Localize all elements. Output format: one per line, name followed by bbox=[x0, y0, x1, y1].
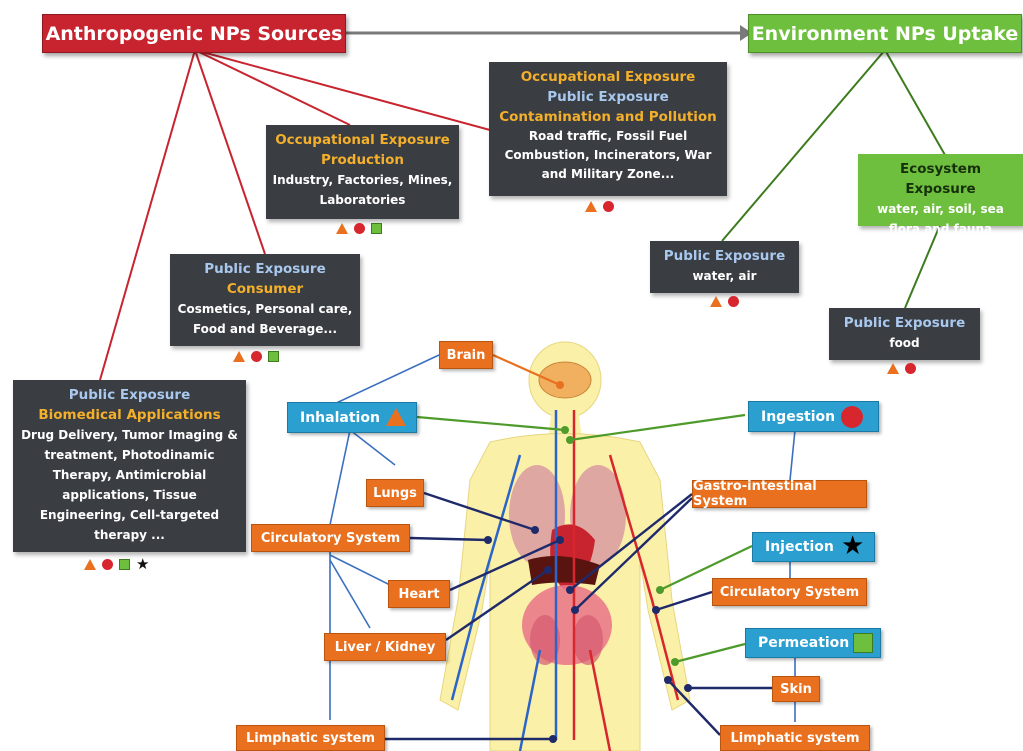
orange-triangle-icon bbox=[710, 296, 722, 307]
environment-uptake-header: Environment NPs Uptake bbox=[748, 14, 1022, 53]
occupational-pollution-box: Occupational Exposure Public Exposure Co… bbox=[489, 62, 727, 196]
human-body-illustration bbox=[439, 341, 691, 751]
box-body: food bbox=[889, 336, 920, 350]
pollution-exposure-icons bbox=[585, 201, 614, 212]
food-exposure-icons bbox=[887, 363, 916, 374]
organ-brain: Brain bbox=[439, 341, 493, 369]
biomedical-applications-box: Public Exposure Biomedical Applications … bbox=[13, 380, 246, 552]
box-title: Occupational Exposure bbox=[275, 132, 450, 148]
box-subtitle: Biomedical Applications bbox=[38, 407, 221, 423]
box-body: Drug Delivery, Tumor Imaging & treatment… bbox=[21, 428, 238, 542]
black-star-icon: ★ bbox=[841, 531, 865, 561]
public-exposure-food-box: Public Exposure food bbox=[829, 308, 980, 360]
green-square-icon bbox=[268, 351, 279, 362]
uptake-connectors bbox=[721, 49, 946, 309]
route-pointers bbox=[416, 413, 753, 664]
source-connectors bbox=[99, 49, 491, 381]
red-circle-icon bbox=[102, 558, 113, 570]
box-subtitle: Contamination and Pollution bbox=[499, 109, 717, 125]
organ-heart: Heart bbox=[388, 580, 450, 608]
box-body: water, air, soil, sea flora and fauna bbox=[877, 202, 1004, 236]
route-label: Ingestion bbox=[761, 408, 836, 425]
red-circle-icon bbox=[251, 351, 262, 362]
orange-triangle-icon bbox=[233, 351, 245, 362]
organ-circulatory-system-left: Circulatory System bbox=[251, 524, 410, 552]
red-circle-icon bbox=[728, 296, 739, 307]
organ-lungs: Lungs bbox=[366, 479, 424, 507]
organ-skin: Skin bbox=[772, 676, 820, 702]
organ-limphatic-system-left: Limphatic system bbox=[236, 725, 385, 751]
orange-triangle-icon bbox=[887, 363, 899, 374]
box-body: water, air bbox=[692, 269, 757, 283]
box-subtitle: Consumer bbox=[226, 281, 304, 297]
orange-triangle-icon bbox=[336, 223, 348, 234]
organ-gastro-intestinal-system: Gastro-intestinal System bbox=[692, 479, 867, 509]
arrow-head-icon bbox=[740, 25, 752, 41]
orange-triangle-icon bbox=[585, 201, 597, 212]
orange-triangle-icon bbox=[386, 408, 406, 426]
red-circle-icon bbox=[603, 201, 614, 212]
consumer-exposure-icons bbox=[233, 351, 279, 362]
occupational-production-box: Occupational Exposure Production Industr… bbox=[266, 125, 459, 219]
box-title: Public Exposure bbox=[663, 248, 786, 264]
box-subtitle: Public Exposure bbox=[547, 89, 669, 105]
box-title: Public Exposure bbox=[68, 387, 191, 403]
red-circle-icon bbox=[905, 363, 916, 374]
box-body: Cosmetics, Personal care, Food and Bever… bbox=[177, 302, 353, 336]
box-title: Public Exposure bbox=[204, 261, 326, 277]
black-star-icon: ★ bbox=[136, 555, 150, 573]
route-label: Permeation bbox=[758, 635, 850, 651]
route-inhalation: Inhalation bbox=[287, 402, 417, 433]
box-subtitle: Production bbox=[320, 152, 405, 168]
production-exposure-icons bbox=[336, 223, 382, 234]
route-label: Injection bbox=[765, 539, 834, 555]
red-circle-icon bbox=[354, 223, 365, 234]
water-air-exposure-icons bbox=[710, 296, 739, 307]
red-circle-icon bbox=[841, 406, 863, 428]
green-square-icon bbox=[371, 223, 382, 234]
orange-triangle-icon bbox=[84, 558, 96, 570]
organ-pointers bbox=[385, 491, 772, 741]
box-body: Industry, Factories, Mines, Laboratories bbox=[272, 173, 453, 207]
box-body: Road traffic, Fossil Fuel Combustion, In… bbox=[504, 129, 712, 181]
box-title: Public Exposure bbox=[843, 315, 966, 331]
brain-pointer bbox=[492, 353, 561, 387]
consumer-exposure-box: Public Exposure Consumer Cosmetics, Pers… bbox=[170, 254, 360, 346]
ecosystem-exposure-box: Ecosystem Exposure water, air, soil, sea… bbox=[858, 154, 1023, 236]
pointer-dots bbox=[484, 526, 692, 743]
green-square-icon bbox=[853, 633, 873, 653]
green-square-icon bbox=[119, 558, 130, 570]
organ-liver-kidney: Liver / Kidney bbox=[324, 633, 446, 661]
biomedical-exposure-icons: ★ bbox=[84, 555, 150, 573]
anthropogenic-sources-header: Anthropogenic NPs Sources bbox=[42, 14, 346, 53]
organ-circulatory-system-right: Circulatory System bbox=[712, 578, 867, 606]
public-exposure-water-air-box: Public Exposure water, air bbox=[650, 241, 799, 293]
organ-limphatic-system-right: Limphatic system bbox=[720, 725, 870, 751]
route-label: Inhalation bbox=[300, 409, 380, 426]
box-title: Ecosystem Exposure bbox=[899, 161, 982, 197]
box-title: Occupational Exposure bbox=[520, 69, 696, 85]
route-injection: Injection bbox=[752, 532, 875, 562]
